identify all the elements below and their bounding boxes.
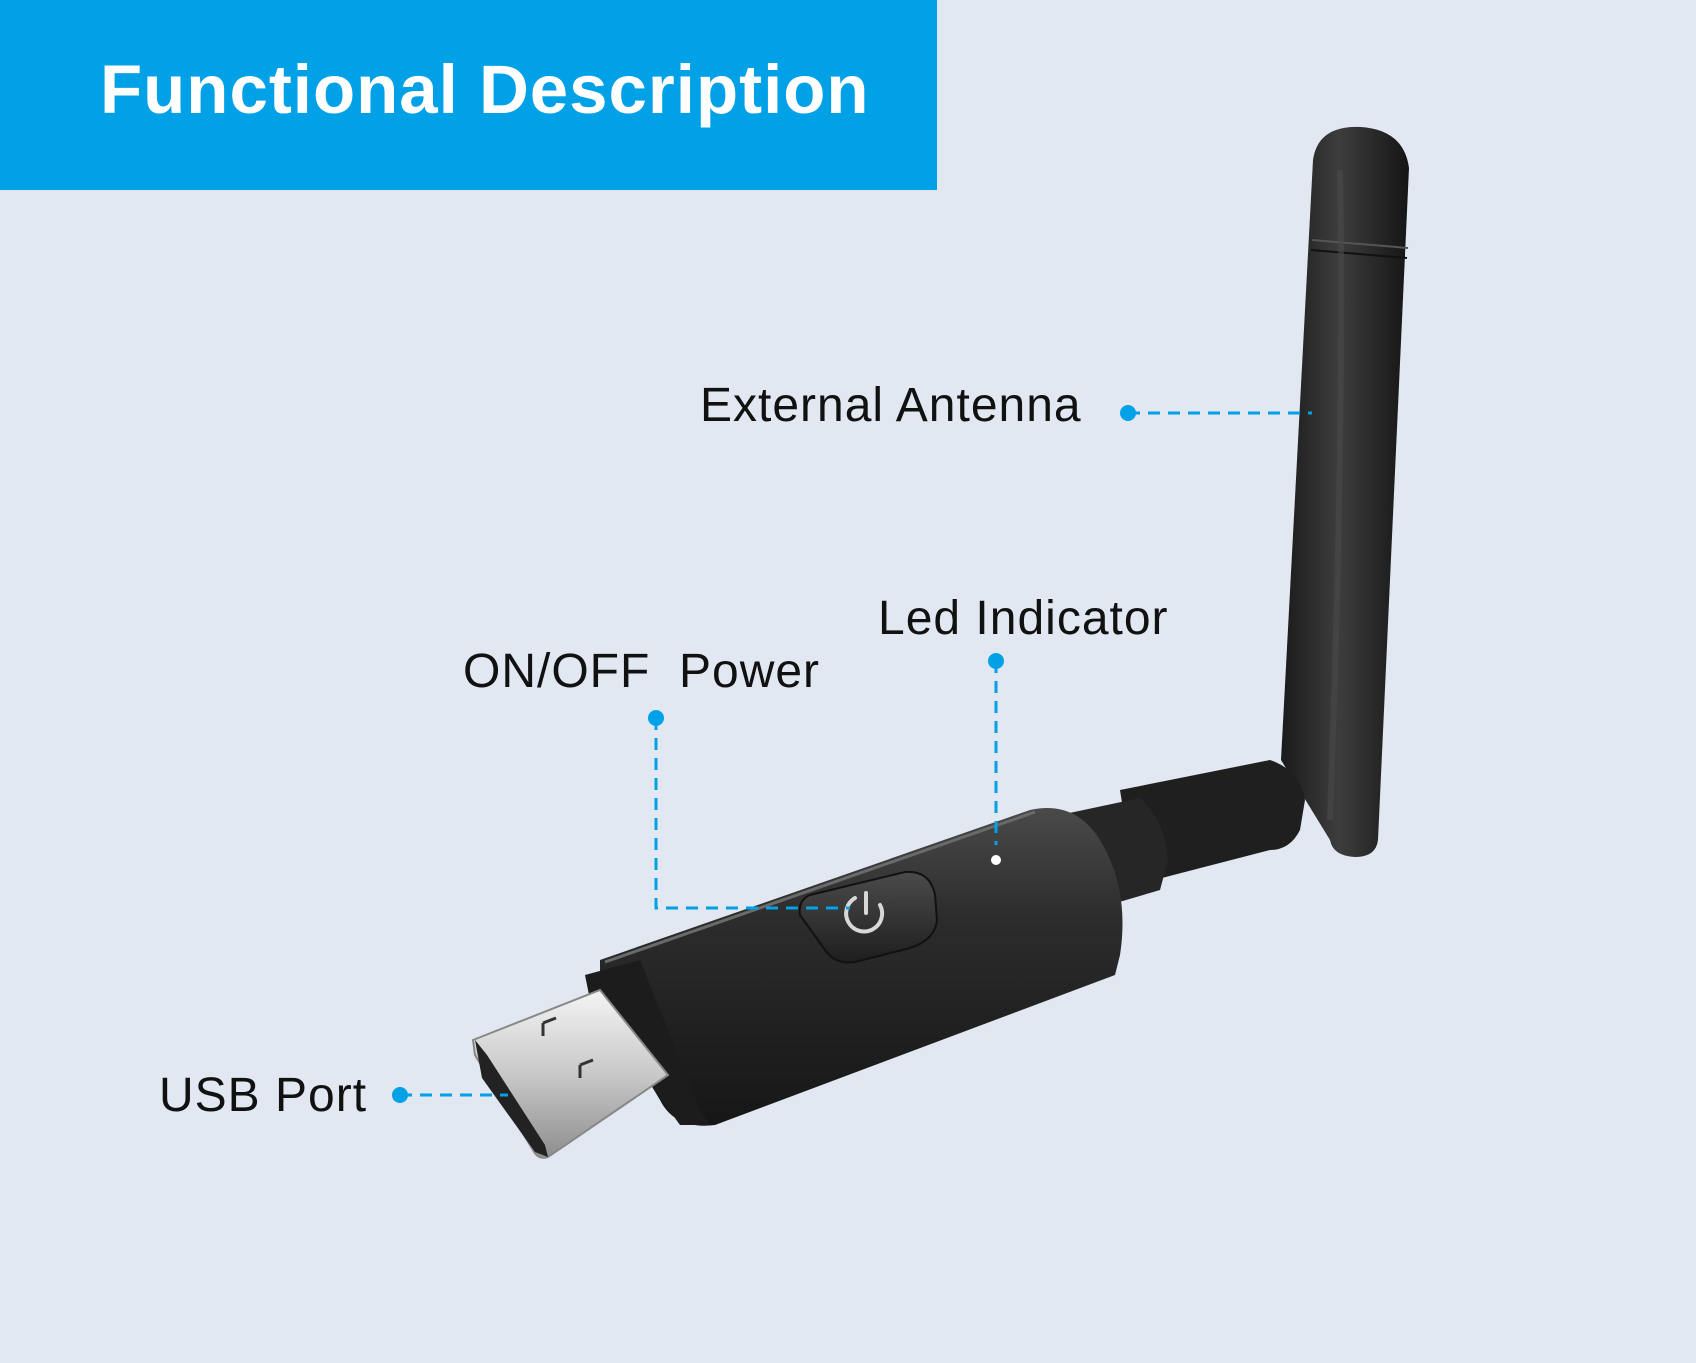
callout-lines — [392, 405, 1312, 1103]
adapter-body — [585, 808, 1123, 1126]
usb-connector — [471, 988, 670, 1159]
led-indicator-label: Led Indicator — [878, 592, 1169, 645]
page-title: Functional Description — [100, 51, 870, 128]
led-light — [991, 855, 1001, 865]
external-antenna-label: External Antenna — [700, 379, 1082, 432]
title-banner: Functional Description — [0, 0, 937, 190]
power-button-label: ON/OFF Power — [463, 645, 821, 698]
power-button[interactable] — [798, 870, 939, 964]
usb-port-label: USB Port — [159, 1069, 368, 1122]
antenna — [1281, 126, 1409, 857]
